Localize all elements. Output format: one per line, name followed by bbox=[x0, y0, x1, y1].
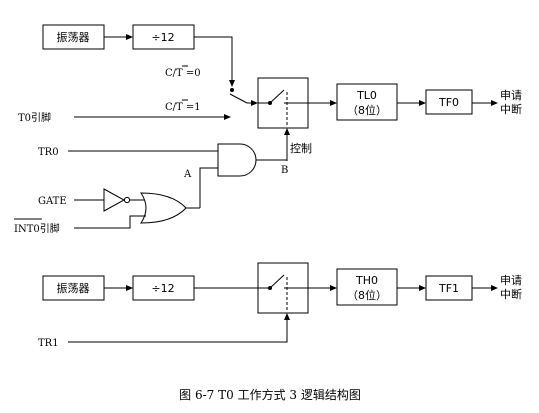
switch-contact bbox=[230, 88, 234, 92]
request-l2-2: 中断 bbox=[500, 287, 522, 301]
int0-label: INT0引脚 bbox=[14, 222, 60, 235]
arrow-head bbox=[224, 114, 231, 120]
control-switch-2 bbox=[269, 274, 285, 289]
divider-label-2: ÷12 bbox=[151, 282, 174, 295]
node-a-label: A bbox=[183, 169, 192, 180]
not-gate bbox=[103, 188, 126, 212]
oscillator-box-2 bbox=[42, 275, 105, 301]
oscillator-box bbox=[42, 24, 105, 50]
request-l1: 申请 bbox=[500, 89, 522, 102]
tf1-box bbox=[425, 275, 473, 301]
node-b-label: B bbox=[281, 165, 288, 176]
arrow-head bbox=[229, 80, 235, 87]
oscillator-label-2: 振荡器 bbox=[57, 281, 90, 295]
tl0-label: TL0 bbox=[356, 89, 377, 102]
th0-bits: （8位） bbox=[347, 288, 387, 302]
th0-box bbox=[336, 268, 398, 306]
arrow-head bbox=[126, 34, 133, 40]
arrow-head bbox=[284, 128, 290, 135]
ct0-label: C/T =0 bbox=[165, 68, 201, 79]
tf0-label: TF0 bbox=[438, 96, 459, 109]
arrow-head bbox=[419, 100, 426, 106]
th0-label: TH0 bbox=[355, 274, 378, 287]
tr0-label: TR0 bbox=[38, 147, 59, 158]
t0-pin-label: T0引脚 bbox=[18, 111, 51, 124]
ct1-label: C/T =1 bbox=[165, 102, 201, 113]
arrow-head bbox=[126, 285, 133, 291]
divider-box bbox=[132, 24, 195, 50]
tr1-label: TR1 bbox=[38, 338, 59, 349]
tf1-label: TF1 bbox=[438, 282, 459, 295]
divider-box-2 bbox=[132, 275, 195, 301]
oscillator-label: 振荡器 bbox=[57, 30, 90, 44]
figure-caption: 图 6-7 T0 工作方式 3 逻辑结构图 bbox=[179, 387, 361, 402]
arrow-head bbox=[419, 285, 426, 291]
control-switch bbox=[269, 89, 285, 104]
or-gate bbox=[140, 192, 187, 224]
arrow-head bbox=[284, 313, 290, 320]
gate-label: GATE bbox=[38, 196, 67, 207]
not-bubble bbox=[123, 196, 131, 204]
arrow-head bbox=[491, 285, 498, 291]
arrow-head bbox=[491, 100, 498, 106]
tf0-box bbox=[425, 89, 473, 115]
tl0-box bbox=[336, 83, 398, 121]
request-l1-2: 申请 bbox=[500, 274, 522, 287]
request-l2: 中断 bbox=[500, 102, 522, 116]
arrow-head bbox=[330, 100, 337, 106]
selector-switch bbox=[229, 93, 248, 104]
divider-label: ÷12 bbox=[151, 31, 174, 44]
and-gate bbox=[217, 143, 257, 177]
arrow-head bbox=[251, 100, 258, 106]
tl0-bits: （8位） bbox=[347, 103, 387, 117]
arrow-head bbox=[330, 285, 337, 291]
control-label: 控制 bbox=[290, 141, 312, 155]
